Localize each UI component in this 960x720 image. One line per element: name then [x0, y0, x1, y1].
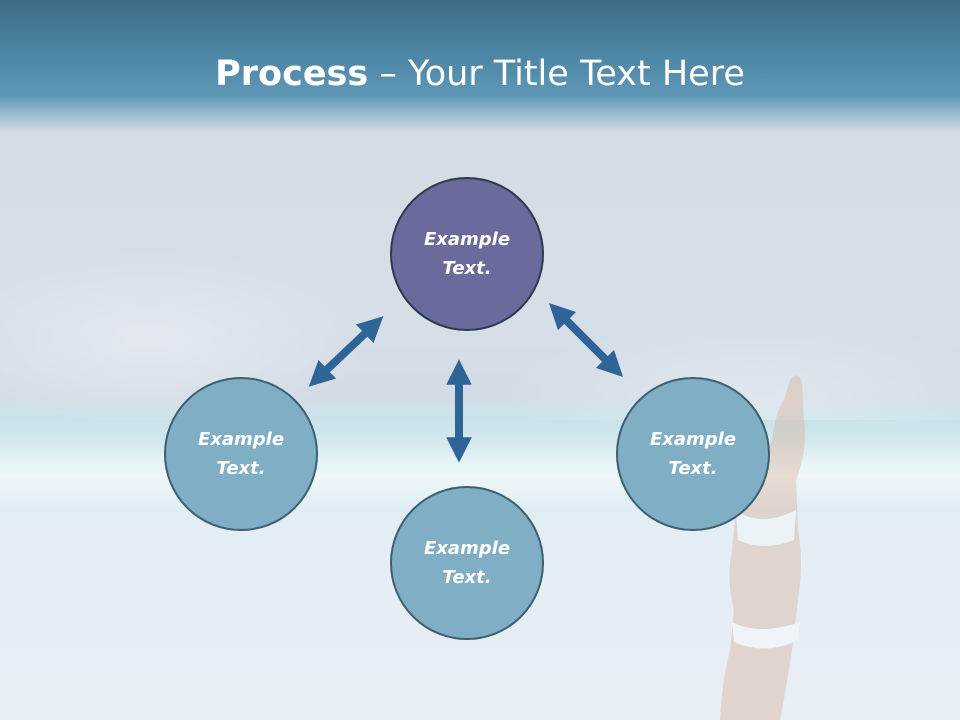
node-top-label: Example Text.	[423, 229, 511, 279]
slide-title: Process – Your Title Text Here	[0, 52, 960, 96]
node-bottom-label: Example Text.	[423, 538, 511, 588]
process-node-left: Example Text.	[164, 377, 318, 531]
process-node-top: Example Text.	[390, 177, 544, 331]
title-bold: Process	[215, 54, 369, 94]
node-left-label: Example Text.	[197, 429, 285, 479]
title-bar	[0, 0, 960, 132]
arrow-top-left	[308, 316, 384, 387]
node-right-label: Example Text.	[649, 429, 737, 479]
process-node-bottom: Example Text.	[390, 486, 544, 640]
arrow-top-right	[548, 302, 624, 378]
title-rest: – Your Title Text Here	[368, 54, 745, 94]
process-node-right: Example Text.	[616, 377, 770, 531]
beach-figure-image	[720, 375, 805, 720]
